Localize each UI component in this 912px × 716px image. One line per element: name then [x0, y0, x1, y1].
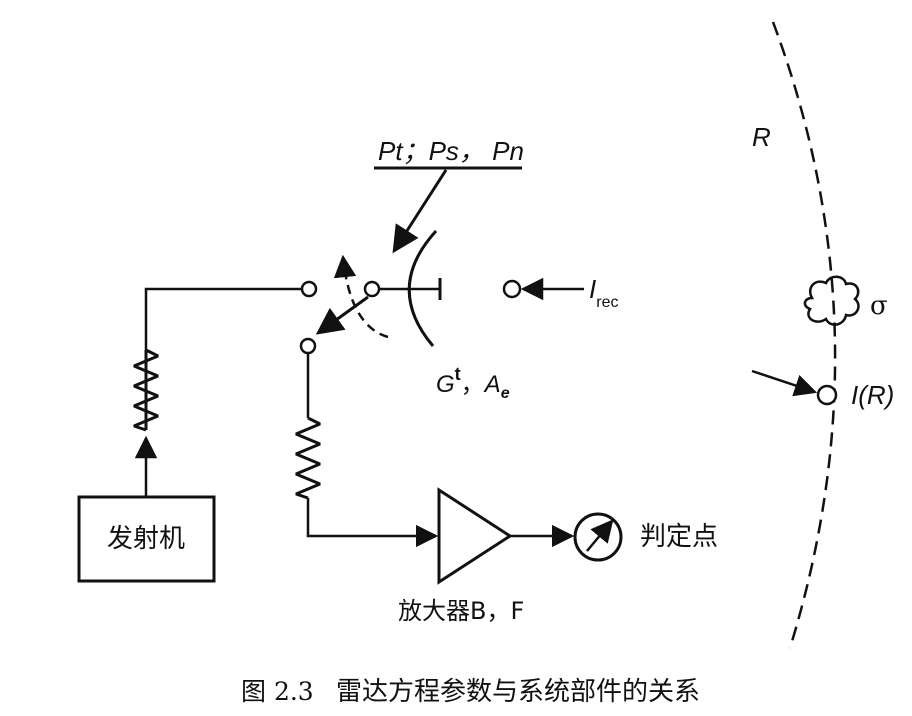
range-target: R σ I(R): [751, 21, 894, 649]
antenna-terminal: [363, 280, 381, 298]
interference-terminal: [502, 279, 522, 299]
interference-label: Irec: [589, 274, 618, 311]
range-interference-terminal: [816, 384, 838, 406]
figure-caption: 图 2.3 雷达方程参数与系统部件的关系: [241, 677, 700, 707]
receiver-resistor: [295, 416, 321, 500]
transmit-terminal: [300, 280, 318, 298]
interference-input: Irec: [502, 274, 618, 311]
receiver-feed-line: [306, 498, 439, 548]
decision-meter: [573, 512, 623, 562]
antenna-reflector: [407, 229, 438, 347]
range-arc-dashed: [771, 21, 837, 649]
transmitter-feed-line: [144, 287, 302, 350]
receiver-chain: 放大器B，F 判定点: [295, 353, 718, 625]
range-interference-label: I(R): [851, 380, 894, 410]
range-interference-arrow: [751, 369, 818, 397]
amplifier-triangle: [437, 487, 513, 585]
power-parameters-label: Pt；Ps， Pn: [378, 136, 524, 166]
target-rcs-label: σ: [870, 291, 888, 321]
switch-swing-dashed: [333, 254, 389, 339]
antenna: Gt，Ae: [379, 229, 510, 402]
range-label: R: [752, 122, 771, 152]
caption-number: 图 2.3: [241, 677, 314, 706]
transmitter-label: 发射机: [107, 524, 185, 554]
target-cloud: [803, 275, 860, 326]
antenna-gain-label: Gt，Ae: [436, 364, 510, 402]
receive-terminal: [299, 337, 317, 355]
switch-arm: [315, 295, 369, 335]
caption-title: 雷达方程参数与系统部件的关系: [336, 677, 700, 707]
decision-meter-needle: [586, 519, 614, 552]
duplexer-switch: [299, 254, 389, 355]
power-arrow: [392, 169, 448, 254]
amplifier-label: 放大器B，F: [398, 597, 524, 625]
transmitter-resistor: [133, 348, 159, 432]
power-parameters: Pt；Ps， Pn: [374, 136, 524, 254]
decision-point-label: 判定点: [640, 522, 718, 552]
transmitter-chain: 发射机: [77, 280, 318, 583]
